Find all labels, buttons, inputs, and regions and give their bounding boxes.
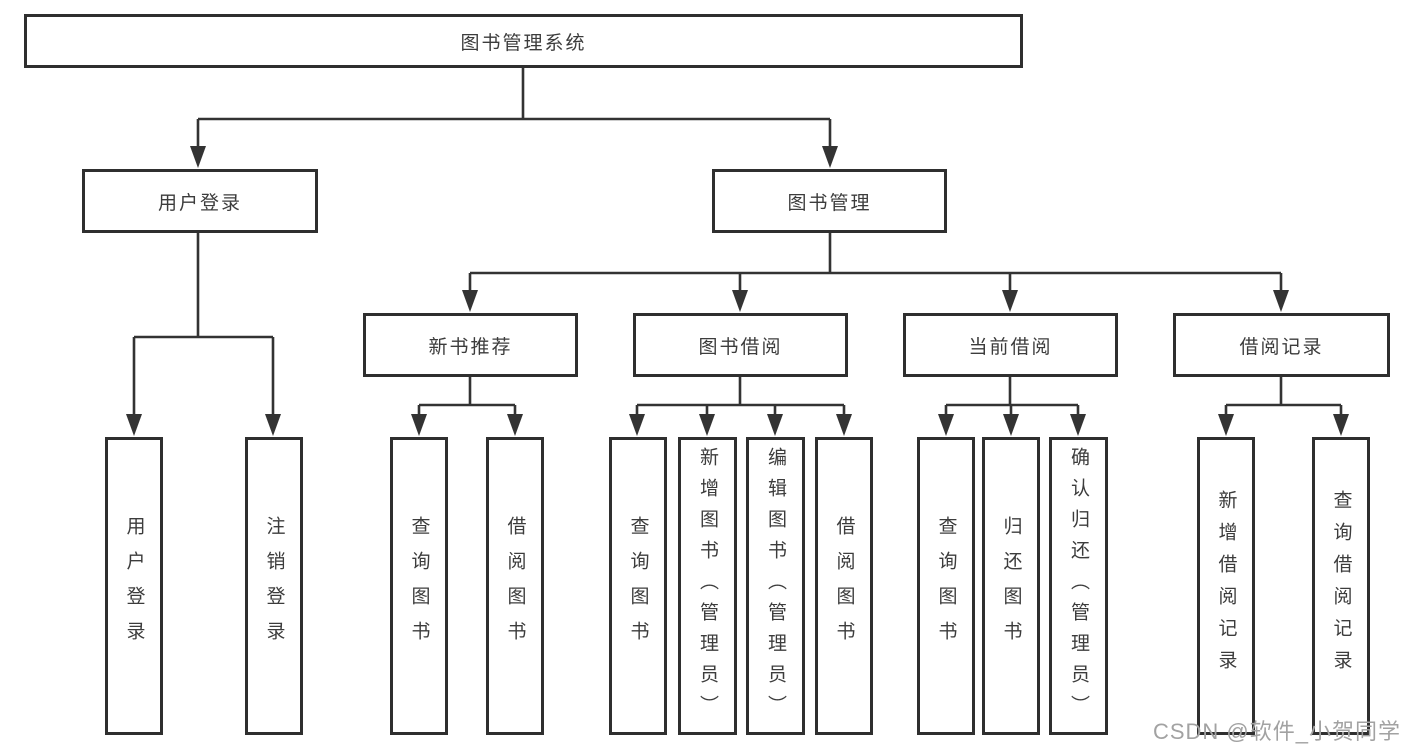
leaf-label: 查询图书 (935, 516, 957, 656)
leaf-label: 用户登录 (123, 516, 145, 656)
leaf-return-books: 归还图书 (982, 437, 1040, 735)
leaf-label: 确认归还（管理员） (1068, 446, 1089, 726)
node-new-book-recommendation: 新书推荐 (363, 313, 578, 377)
leaf-label: 借阅图书 (504, 516, 526, 656)
node-label: 图书借阅 (698, 336, 783, 358)
leaf-label: 新增借阅记录 (1215, 490, 1237, 682)
arrowheads (126, 146, 1349, 436)
node-library-management-system: 图书管理系统 (24, 14, 1023, 68)
leaf-query-books-recommend: 查询图书 (390, 437, 448, 735)
node-current-borrowing: 当前借阅 (903, 313, 1118, 377)
node-user-login: 用户登录 (82, 169, 318, 233)
node-book-borrowing: 图书借阅 (633, 313, 848, 377)
leaf-label: 编辑图书（管理员） (765, 446, 786, 726)
leaf-query-borrow-record: 查询借阅记录 (1312, 437, 1370, 735)
node-book-management: 图书管理 (712, 169, 947, 233)
leaf-label: 归还图书 (1000, 516, 1022, 656)
node-label: 新书推荐 (428, 336, 513, 358)
leaf-label: 查询图书 (408, 516, 430, 656)
node-label: 借阅记录 (1239, 336, 1324, 358)
leaf-query-books-borrowing: 查询图书 (609, 437, 667, 735)
node-label: 用户登录 (157, 192, 242, 214)
node-label: 图书管理 (787, 192, 872, 214)
leaf-add-books-admin: 新增图书（管理员） (678, 437, 737, 735)
node-label: 图书管理系统 (460, 32, 587, 54)
leaf-label: 新增图书（管理员） (697, 446, 718, 726)
leaf-label: 注销登录 (263, 516, 285, 656)
leaf-query-books-current: 查询图书 (917, 437, 975, 735)
leaf-edit-books-admin: 编辑图书（管理员） (746, 437, 805, 735)
leaf-borrow-books-borrowing: 借阅图书 (815, 437, 873, 735)
leaf-confirm-return-admin: 确认归还（管理员） (1049, 437, 1108, 735)
leaf-user-login: 用户登录 (105, 437, 163, 735)
leaf-borrow-books-recommend: 借阅图书 (486, 437, 544, 735)
leaf-add-borrow-record: 新增借阅记录 (1197, 437, 1255, 735)
csdn-watermark: CSDN @软件_小贺同学 (1152, 719, 1401, 744)
node-label: 当前借阅 (968, 336, 1053, 358)
leaf-label: 借阅图书 (833, 516, 855, 656)
leaf-logout: 注销登录 (245, 437, 303, 735)
leaf-label: 查询图书 (627, 516, 649, 656)
leaf-label: 查询借阅记录 (1330, 490, 1352, 682)
node-borrowing-records: 借阅记录 (1173, 313, 1390, 377)
